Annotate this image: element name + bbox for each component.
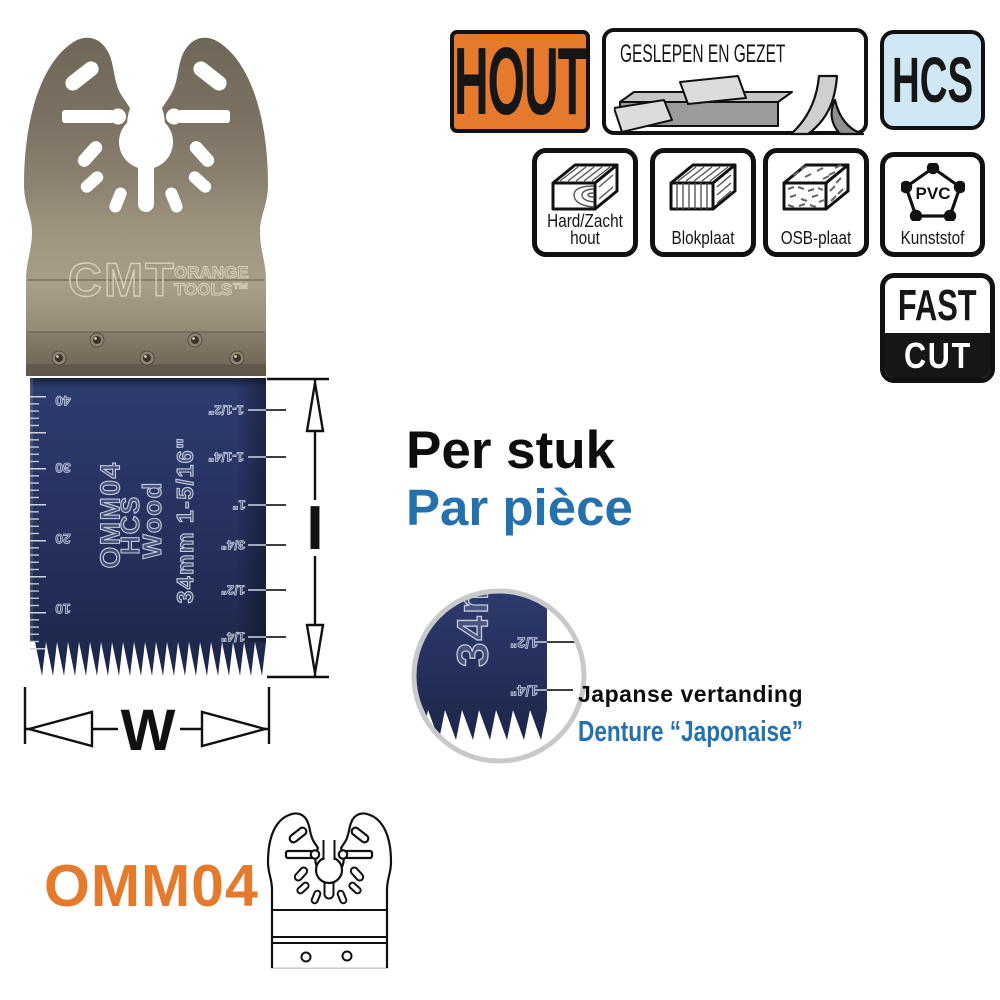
osb-board-icon [782,163,850,211]
pvc-pentagon-icon: PVC [900,163,965,221]
mm-label-20: 20 [55,531,71,547]
badge-hard-zacht-hout: Hard/Zacht hout [532,148,638,257]
marking-material: Wood [137,481,167,559]
badge-osb-plaat: OSB-plaat [763,148,869,257]
inch-ruler-ticks [248,409,266,638]
cut-label: CUT [903,334,972,376]
set-teeth-icon [614,74,864,136]
height-arrow-down-icon [305,623,325,674]
tooth-style-nl: Japanse vertanding [578,681,804,707]
inch-label-3: 1" [232,498,245,513]
brand-logo: CMT ORANGE TOOLS™ [67,252,249,306]
inch-label-1: 1-1/2" [208,403,244,418]
inch-label-5: 1/2" [221,583,245,598]
rivets [51,332,245,366]
mm-label-30: 30 [55,460,71,476]
badge-geslepen: GESLEPEN EN GEZET [602,28,868,136]
badge-fast-cut: FAST CUT [880,273,995,383]
inch-label-6: 1/4" [221,630,245,645]
blockboard-icon [669,163,737,211]
badge-hcs-label: HCS [891,44,974,116]
badge-material-label: Hard/Zacht [547,211,623,231]
magnifier-ring [411,588,587,764]
badge-blokplaat: Blokplaat [650,148,756,257]
inch-label-2: 1-1/4" [208,450,244,465]
blade-photo: CMT ORANGE TOOLS™ 40 [24,37,286,676]
blade-mount-head: CMT ORANGE TOOLS™ [24,37,268,376]
height-dim-label: I [306,494,323,563]
inch-label-4: 3/4" [221,538,245,553]
tooth-style-fr: Denture “Japonaise” [578,716,804,748]
sku-code: OMM04 [44,853,259,919]
unit-text-nl: Per stuk [406,421,616,480]
brand-cmt: CMT [68,253,176,306]
blade-outline-drawing [266,812,393,972]
badge-hcs: HCS [880,30,985,130]
magnified-inch-label-2: 1/4" [510,682,538,699]
magnified-size-marking: 34m [449,586,498,667]
mm-label-10: 10 [55,601,71,617]
badge-geslepen-label: GESLEPEN EN GEZET [620,40,786,68]
mm-label-40: 40 [55,393,71,409]
badge-hout-label: HOUT [454,27,587,135]
brand-tools: TOOLS™ [174,280,249,299]
fast-label: FAST [898,280,977,330]
height-arrow-up-icon [305,382,325,433]
unit-text-fr: Par pièce [406,479,633,536]
width-dim-label: W [121,698,176,763]
marking-steel: HCS [115,495,145,554]
width-arrow-right-icon [200,710,270,748]
badge-hout: HOUT [450,28,590,135]
badge-material-label: Kunststof [900,228,965,248]
blade-cutting-section: 40 30 20 10 1-1/2" 1-1/4" 1" 3/4" 1/2" 1… [30,378,286,676]
blade-teeth [30,378,266,676]
arbor-cutouts [62,61,230,213]
width-arrow-left-icon [24,710,94,748]
magnified-inch-label-1: 1/2" [510,634,538,651]
tooth-detail-magnifier: 34m 1/2" 1/4" [411,586,587,764]
brand-orange: ORANGE [174,263,249,282]
solid-wood-icon [551,163,619,211]
marking-size: 34mm 1-5/16" [172,437,198,604]
pvc-icon-label: PVC [915,184,950,203]
badge-kunststof: PVC Kunststof [880,152,985,257]
badge-material-label: Blokplaat [671,228,735,248]
marking-sku: OMM04 [95,461,126,568]
width-dim-caps [23,687,271,744]
badge-material-label: OSB-plaat [780,228,852,248]
